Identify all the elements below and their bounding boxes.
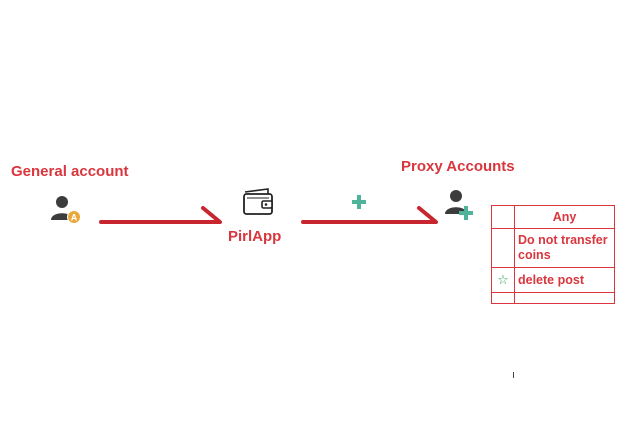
user-plus-icon bbox=[445, 190, 473, 220]
table-row: Do not transfer coins bbox=[491, 228, 615, 268]
proxy-accounts-label: Proxy Accounts bbox=[401, 158, 515, 175]
plus-icon bbox=[352, 195, 366, 209]
table-row: Any bbox=[491, 205, 615, 229]
stray-mark bbox=[513, 372, 514, 378]
table-cell-empty bbox=[491, 292, 515, 304]
table-row bbox=[491, 292, 615, 304]
table-cell-empty bbox=[491, 205, 515, 229]
badge-letter: A bbox=[71, 213, 78, 223]
permission-icon-empty bbox=[491, 228, 515, 268]
arrow-general-to-app bbox=[99, 206, 222, 224]
arrow-app-to-proxy bbox=[301, 206, 438, 224]
star-icon: ☆ bbox=[497, 272, 509, 287]
wallet-icon bbox=[243, 188, 273, 215]
user-icon: A bbox=[51, 196, 81, 224]
general-account-label: General account bbox=[11, 163, 129, 180]
permission-delete: delete post bbox=[514, 267, 615, 293]
permission-header: Any bbox=[514, 205, 615, 229]
table-cell-empty bbox=[514, 292, 615, 304]
pirlapp-label: PirlApp bbox=[228, 228, 282, 245]
table-row: ☆ delete post bbox=[491, 267, 615, 293]
permissions-table: Any Do not transfer coins ☆ delete post bbox=[491, 205, 615, 304]
permission-transfer: Do not transfer coins bbox=[514, 228, 615, 268]
